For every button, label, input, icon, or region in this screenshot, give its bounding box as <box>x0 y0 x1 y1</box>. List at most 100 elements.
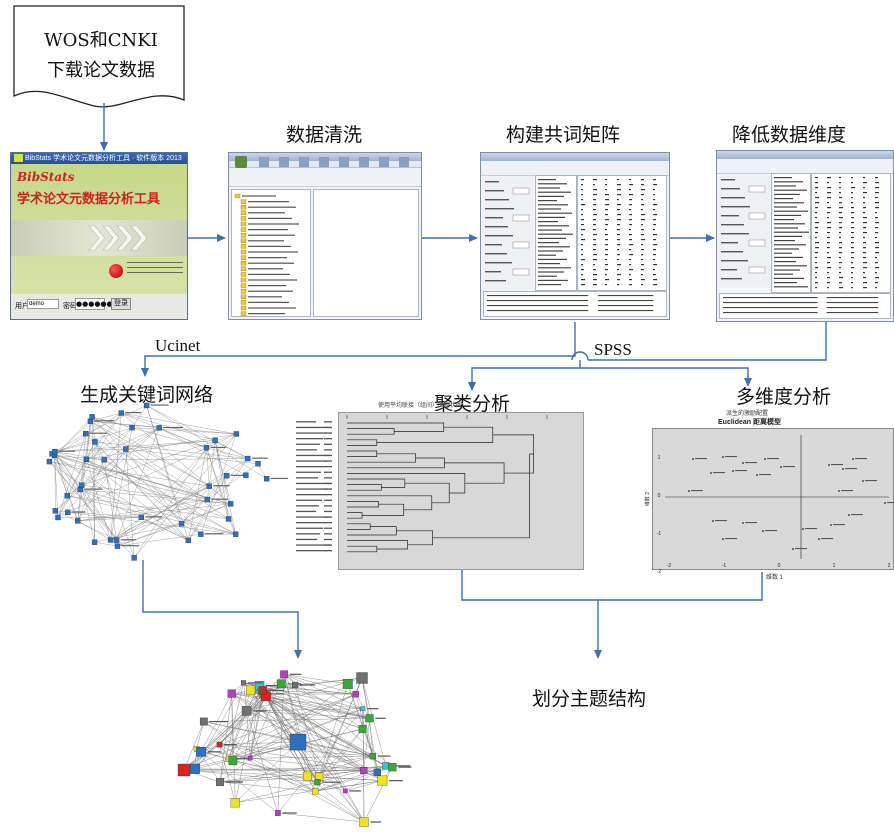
mds-point <box>848 514 850 516</box>
matrix-cell <box>839 192 841 194</box>
matrix-cell <box>653 184 657 186</box>
folder-icon <box>240 199 247 204</box>
matrix-toolbar <box>481 161 669 176</box>
tree-row-text <box>248 290 293 292</box>
mds-point-label <box>745 462 757 464</box>
network-node <box>113 537 120 543</box>
matrix-cell <box>875 267 879 269</box>
mds-xtick-label: 1 <box>833 563 836 569</box>
matrix-cell <box>839 262 842 264</box>
reduce-titlebar <box>717 151 893 159</box>
matrix-cell <box>815 197 819 199</box>
app-emblem-icon <box>109 264 123 278</box>
option-field[interactable] <box>748 185 766 193</box>
keyword-item <box>538 195 564 197</box>
matrix-bottom-pane <box>483 291 667 317</box>
matrix-cell <box>629 189 631 191</box>
keyword-item <box>538 275 557 277</box>
matrix-cell <box>863 247 866 249</box>
mds-point-label <box>745 522 757 524</box>
matrix-cell <box>605 284 607 286</box>
clustered-node-label <box>300 684 316 686</box>
matrix-cell <box>851 187 855 189</box>
dendrogram-leaf-index <box>324 482 332 485</box>
mds-point-label <box>805 528 817 530</box>
node-label <box>210 446 227 448</box>
keyword-item <box>774 177 792 179</box>
app-banner: BibStats 学术论文元数据分析工具 <box>11 164 187 294</box>
node-label <box>230 474 245 476</box>
matrix-cell <box>827 217 829 219</box>
matrix-cell <box>875 262 878 264</box>
mds-point-label <box>821 538 833 540</box>
matrix-cell <box>593 259 597 261</box>
matrix-cell <box>851 202 853 204</box>
clustered-node-label <box>207 751 221 753</box>
tree-row-text <box>248 301 289 303</box>
option-field[interactable] <box>512 268 530 276</box>
node-label <box>150 404 169 406</box>
mds-ylabel: 维数 2 <box>644 492 651 506</box>
matrix-cell <box>863 182 867 184</box>
mds-point <box>688 490 690 492</box>
app-titlebar: BibStats 学术论文元数据分析工具 · 软件版本 2013 <box>11 153 187 164</box>
tree-row-text <box>248 223 299 225</box>
mds-point <box>852 458 854 460</box>
matrix-cell <box>581 269 584 271</box>
matrix-cell <box>815 182 818 184</box>
option-field[interactable] <box>512 241 530 249</box>
clustered-node-label <box>253 710 267 712</box>
matrix-cell <box>875 247 879 249</box>
matrix-cell <box>827 177 831 179</box>
clustered-network-node <box>247 755 253 761</box>
keyword-item <box>774 227 798 229</box>
clustered-node-label <box>233 758 253 760</box>
password-input[interactable]: ●●●●●● <box>75 298 113 310</box>
dendrogram-leaf-index <box>324 505 332 507</box>
mds-point <box>780 466 782 468</box>
matrix-cell <box>629 264 631 266</box>
dendrogram-leaf-index <box>324 466 332 468</box>
option-field[interactable] <box>748 212 766 220</box>
keyword-item <box>538 187 560 189</box>
dendrogram-leaf-label <box>296 460 327 462</box>
log-line <box>723 297 818 299</box>
matrix-cell <box>629 219 632 221</box>
user-input[interactable] <box>27 299 59 309</box>
tree-row-text <box>248 273 290 275</box>
option-field[interactable] <box>512 214 530 222</box>
keyword-item <box>774 206 797 208</box>
clustered-node-label <box>256 689 274 691</box>
tree-row-text <box>248 212 285 214</box>
option-label <box>485 271 501 273</box>
clustered-network-node <box>377 775 388 786</box>
option-label <box>485 226 508 228</box>
matrix-cell <box>827 187 831 189</box>
matrix-cell <box>617 244 620 246</box>
matrix-cell <box>629 184 633 186</box>
matrix-cell <box>863 272 865 274</box>
matrix-cell <box>605 264 608 266</box>
matrix-cell <box>851 217 854 219</box>
login-button[interactable]: 登录 <box>111 298 131 310</box>
node-label <box>163 426 183 429</box>
clustered-node-label <box>269 693 284 695</box>
dendrogram-leaf-index <box>324 538 332 541</box>
clustered-network-node <box>365 714 374 723</box>
reduce-keyword-list <box>771 173 811 293</box>
option-field[interactable] <box>748 266 766 274</box>
matrix-cell <box>605 194 609 196</box>
clustered-network-node <box>241 706 252 716</box>
keyword-item <box>774 277 804 279</box>
matrix-cell <box>593 184 595 186</box>
option-field[interactable] <box>512 187 530 195</box>
node-label <box>251 457 268 459</box>
dendrogram-leaf-index <box>324 477 332 479</box>
matrix-cell <box>641 199 643 201</box>
option-field[interactable] <box>748 239 766 247</box>
matrix-cell <box>581 224 584 226</box>
matrix-cell <box>815 272 817 274</box>
matrix-cell <box>827 227 831 229</box>
matrix-cell <box>839 217 843 219</box>
matrix-cell <box>593 274 597 276</box>
